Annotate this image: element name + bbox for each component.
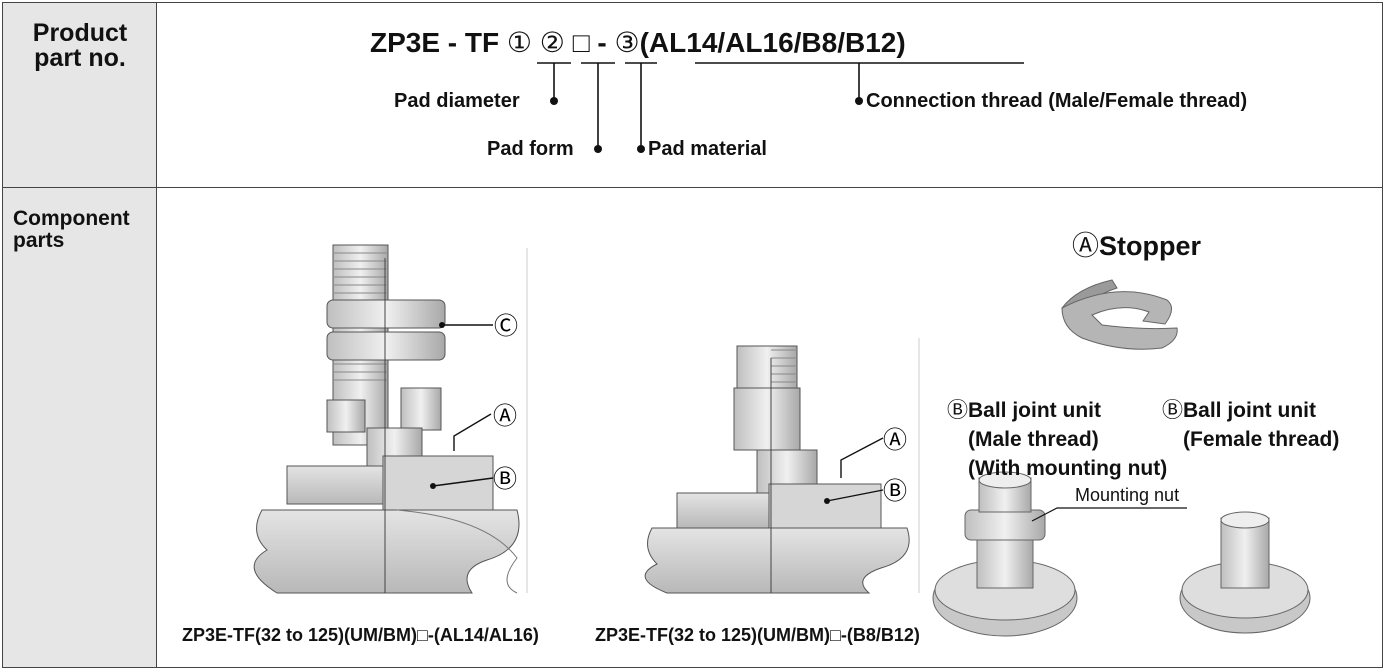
stopper-picture — [1061, 279, 1178, 350]
callout-b-icon: Ⓑ — [493, 466, 517, 493]
label-line: (With mounting nut) — [968, 457, 1168, 480]
part-code: ZP3E - TF ① ② □ - ③(AL14/AL16/B8/B12) — [370, 26, 906, 59]
mounting-nut-label: Mounting nut — [1075, 485, 1180, 505]
ball-joint-male-label: ⒷBall joint unit (Male thread) (With mou… — [947, 396, 1167, 483]
components-content: Ⓒ Ⓐ Ⓑ — [157, 188, 1382, 667]
row-header-cell: Product part no. — [3, 3, 157, 187]
callout-b-icon: Ⓑ — [947, 399, 968, 422]
code-diameter-symbol: ① — [506, 27, 533, 58]
diagram-caption-al: ZP3E-TF(32 to 125)(UM/BM)□-(AL14/AL16) — [182, 625, 539, 645]
header-line: Component — [13, 207, 130, 230]
ball-joint-male-picture — [932, 471, 1078, 637]
header-line: parts — [13, 229, 65, 252]
product-part-no-row: Product part no. — [3, 3, 1382, 188]
stopper-label: ⒶStopper — [1072, 224, 1201, 263]
product-part-no-header: Product part no. — [3, 21, 157, 71]
callout-a-icon: Ⓐ — [883, 427, 907, 454]
callout-a-icon: Ⓐ — [493, 403, 517, 430]
pad-form-label: Pad form — [487, 138, 574, 160]
component-parts-header: Component parts — [13, 208, 130, 252]
connection-thread-label: Connection thread (Male/Female thread) — [866, 90, 1248, 112]
stopper-text: Stopper — [1099, 231, 1202, 261]
callout-c-icon: Ⓒ — [494, 313, 518, 340]
ball-joint-female-label: ⒷBall joint unit (Female thread) — [1162, 396, 1339, 454]
label-line: Ball joint unit — [1183, 399, 1316, 422]
callout-b-icon: Ⓑ — [883, 478, 907, 505]
diagram-caption-b: ZP3E-TF(32 to 125)(UM/BM)□-(B8/B12) — [595, 625, 920, 645]
code-prefix: ZP3E - TF — [370, 27, 500, 58]
code-dash: - — [597, 27, 607, 58]
label-line: Ball joint unit — [968, 399, 1101, 422]
code-material-symbol: □ — [572, 27, 590, 58]
callout-a-icon: Ⓐ — [1072, 231, 1099, 261]
ball-joint-female-picture — [1179, 511, 1311, 634]
row-header-cell: Component parts — [3, 188, 157, 667]
code-form-symbol: ② — [539, 27, 565, 58]
label-line: (Female thread) — [1183, 428, 1340, 451]
label-line: (Male thread) — [968, 428, 1099, 451]
header-line: Product — [32, 19, 128, 47]
code-thread-symbol: ③ — [614, 27, 640, 58]
part-code-leader-lines — [537, 62, 1024, 153]
component-parts-row: Component parts — [3, 188, 1382, 667]
callout-b-icon: Ⓑ — [1162, 399, 1183, 422]
pad-material-label: Pad material — [648, 138, 767, 160]
header-line: part no. — [34, 44, 126, 72]
pad-diameter-label: Pad diameter — [394, 90, 520, 112]
pad-section-drawing-al: Ⓒ Ⓐ Ⓑ — [253, 244, 1311, 637]
part-code-content: ZP3E - TF ① ② □ - ③(AL14/AL16/B8/B12) Pa… — [157, 3, 1382, 187]
code-suffix: (AL14/AL16/B8/B12) — [639, 27, 906, 58]
